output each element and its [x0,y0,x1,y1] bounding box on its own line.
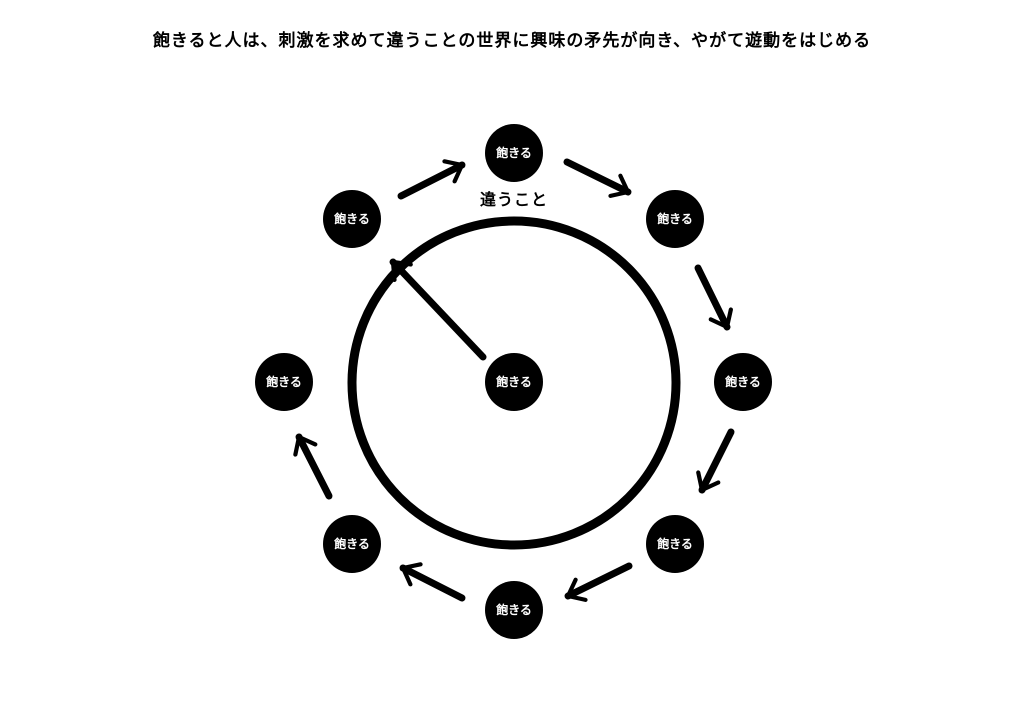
cycle-arrows [293,158,735,602]
cycle-arrow-2 [694,264,733,331]
outer-node-label: 飽きる [724,374,761,389]
outer-node-6: 飽きる [323,515,381,573]
different-world-ring [347,216,681,550]
center-node: 飽きる [485,353,543,411]
cycle-arrow-5 [399,562,466,602]
outer-node-label: 飽きる [656,536,693,551]
outer-node-4: 飽きる [646,515,704,573]
cycle-arrow-3 [696,428,735,494]
outer-node-label: 飽きる [495,145,532,160]
outer-node-2: 飽きる [646,190,704,248]
outer-node-label: 飽きる [265,374,302,389]
ring-label: 違うこと [480,190,548,209]
escape-arrow [389,258,487,361]
outer-node-7: 飽きる [255,353,313,411]
outer-node-5: 飽きる [485,581,543,639]
outer-node-label: 飽きる [656,211,693,226]
cycle-arrow-1 [563,158,632,198]
outer-node-label: 飽きる [333,536,370,551]
outer-node-3: 飽きる [714,353,772,411]
outer-node-label: 飽きる [495,602,532,617]
cycle-arrow-4 [564,562,633,602]
center-node-label: 飽きる [495,374,532,389]
cycle-arrow-6 [293,433,333,500]
outer-node-1: 飽きる [485,124,543,182]
outer-node-label: 飽きる [333,211,370,226]
diagram-title: 飽きると人は、刺激を求めて違うことの世界に興味の矛先が向き、やがて遊動をはじめる [152,31,872,51]
outer-node-8: 飽きる [323,190,381,248]
cycle-arrow-7 [397,159,466,200]
